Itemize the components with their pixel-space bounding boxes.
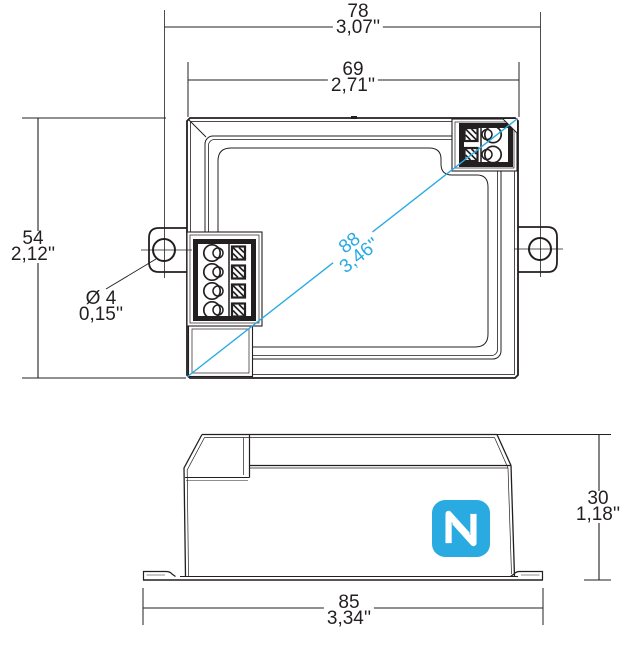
dim-overall-width: 78 3,07'' <box>332 1 384 38</box>
dim-height-mm: 30 <box>587 488 609 509</box>
dim-body-height-mm: 54 <box>22 228 44 249</box>
side-view-dimension-lines <box>142 434 611 625</box>
dim-body-width-mm: 69 <box>342 59 364 80</box>
corner-chamfer <box>502 118 518 134</box>
dim-base-width-mm: 85 <box>338 592 360 613</box>
dim-height: 30 1,18'' <box>572 488 624 525</box>
terminal-block-4pos <box>186 231 263 327</box>
dim-hole-diameter-in: 0,15'' <box>78 304 124 325</box>
dim-base-width-in: 3,34'' <box>326 608 372 629</box>
dim-body-height: 54 2,12'' <box>7 228 59 265</box>
nfc-n-mark-icon <box>432 500 491 557</box>
dim-body-width: 69 2,71'' <box>327 59 379 96</box>
dim-height-in: 1,18'' <box>575 504 621 525</box>
mounting-feet <box>142 570 544 581</box>
hole-leader-line <box>105 258 157 290</box>
dim-overall-width-in: 3,07'' <box>335 17 381 38</box>
side-view <box>142 433 611 625</box>
dim-body-height-in: 2,12'' <box>10 244 56 265</box>
mounting-tab-right <box>518 226 558 273</box>
dim-overall-width-mm: 78 <box>347 1 369 22</box>
dim-body-width-in: 2,71'' <box>330 75 376 96</box>
dim-hole-diameter-mm: Ø 4 <box>85 288 117 309</box>
dim-hole-diameter: Ø 4 0,15'' <box>75 288 127 325</box>
dim-base-width: 85 3,34'' <box>323 592 375 629</box>
enclosure-profile <box>180 433 518 577</box>
